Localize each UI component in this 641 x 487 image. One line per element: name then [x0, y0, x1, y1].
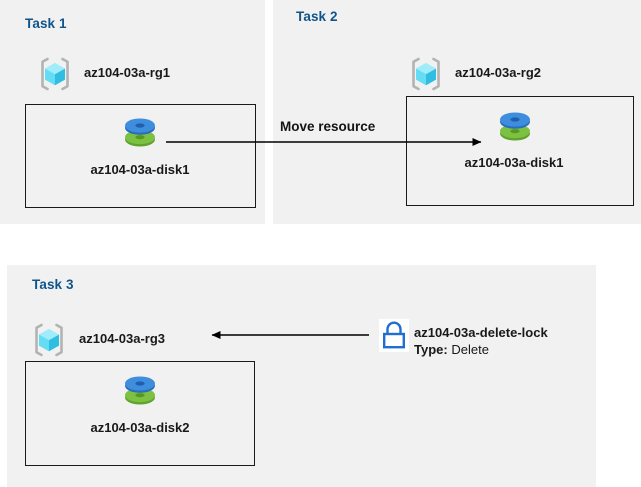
lock-type-value: Delete: [451, 342, 489, 357]
lock-type-key: Type:: [414, 342, 448, 357]
resource-label: az104-03a-disk2: [90, 420, 190, 435]
managed-disk-icon: [118, 372, 162, 412]
resource-group-icon: [408, 56, 444, 92]
resource-group-label: az104-03a-rg3: [79, 331, 165, 346]
managed-disk-icon: [118, 114, 162, 154]
resource-group-icon: [31, 322, 67, 358]
lock-type-label: Type: Delete: [414, 342, 489, 357]
lock-icon: [379, 319, 409, 352]
resource-label: az104-03a-disk1: [464, 155, 564, 170]
panel-title-task-1: Task 1: [25, 16, 67, 31]
resource-group-icon: [37, 56, 73, 92]
resource-label: az104-03a-disk1: [90, 162, 190, 177]
panel-title-task-3: Task 3: [32, 277, 74, 292]
resource-group-label: az104-03a-rg1: [84, 65, 170, 80]
lock-name-label: az104-03a-delete-lock: [414, 325, 548, 340]
connector-label-move-resource: Move resource: [280, 119, 376, 134]
panel-title-task-2: Task 2: [296, 9, 338, 24]
resource-group-label: az104-03a-rg2: [455, 65, 541, 80]
managed-disk-icon: [493, 108, 537, 148]
